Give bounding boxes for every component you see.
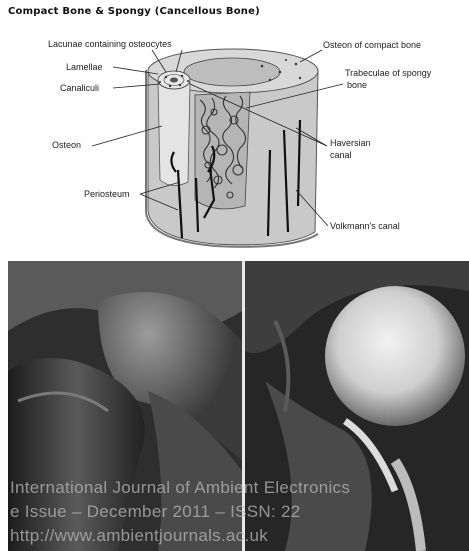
watermark-line-3: http://www.ambientjournals.ac.uk: [10, 526, 268, 546]
label-trabeculae: Trabeculae of spongy: [345, 68, 431, 78]
label-lamellae: Lamellae: [66, 62, 103, 72]
watermark-line-2: e Issue – December 2011 – ISSN: 22: [10, 502, 301, 522]
label-lacunae: Lacunae containing osteocytes: [48, 39, 172, 49]
label-haversian-2: canal: [330, 150, 352, 160]
label-haversian: Haversian: [330, 138, 371, 148]
watermark-line-1: International Journal of Ambient Electro…: [10, 478, 350, 498]
label-osteon: Osteon: [52, 140, 81, 150]
label-osteon-compact: Osteon of compact bone: [323, 40, 421, 50]
label-periosteum: Periosteum: [84, 189, 130, 199]
label-trabeculae-2: bone: [347, 80, 367, 90]
label-volkmann: Volkmann's canal: [330, 221, 400, 231]
label-canaliculi: Canaliculi: [60, 83, 99, 93]
